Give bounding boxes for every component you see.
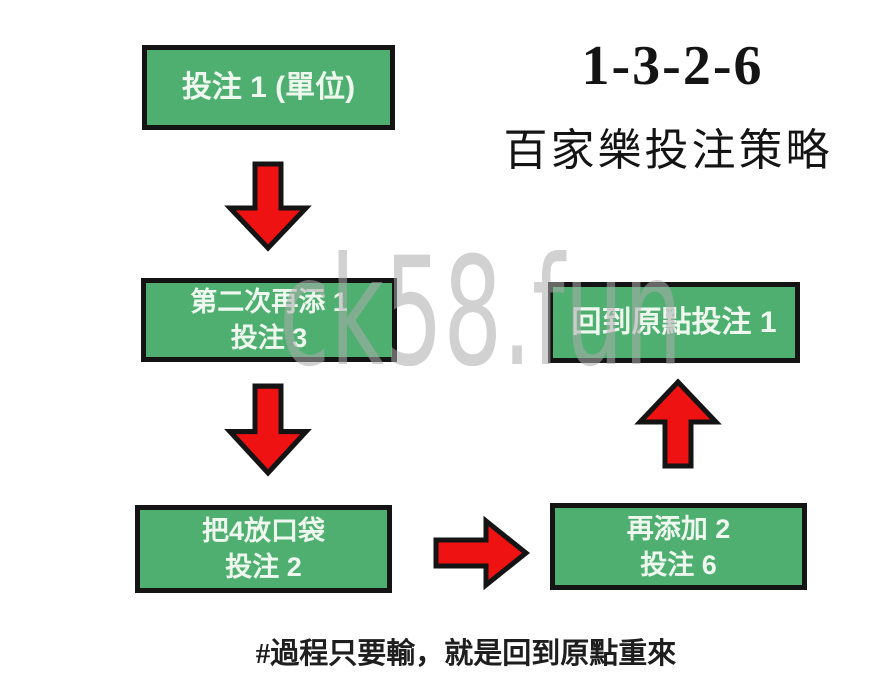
- down-arrow-icon: [223, 160, 313, 252]
- node-label: 投注 3: [230, 323, 308, 353]
- node-label: 把4放口袋: [201, 516, 326, 546]
- node-bet-6: 再添加 2 投注 6: [550, 503, 807, 590]
- node-label: 第二次再添 1: [190, 287, 348, 317]
- node-back-to-origin: 回到原點投注 1: [548, 282, 800, 363]
- up-arrow-icon: [633, 378, 723, 470]
- node-label: 投注 6: [640, 549, 717, 580]
- node-label: 投注 2: [225, 552, 302, 582]
- footnote-text: #過程只要輸，就是回到原點重來: [255, 638, 677, 670]
- right-arrow-icon: [432, 514, 530, 592]
- node-bet-3: 第二次再添 1 投注 3: [141, 278, 397, 362]
- node-label: 投注 1 (單位): [181, 70, 356, 104]
- node-bet-2: 把4放口袋 投注 2: [135, 505, 392, 593]
- down-arrow-icon: [223, 382, 313, 477]
- node-label: 回到原點投注 1: [571, 305, 777, 339]
- node-label: 再添加 2: [626, 513, 731, 544]
- node-bet-1-unit: 投注 1 (單位): [142, 45, 395, 130]
- strategy-subtitle: 百家樂投注策略: [503, 126, 833, 175]
- strategy-title: 1-3-2-6: [581, 35, 764, 97]
